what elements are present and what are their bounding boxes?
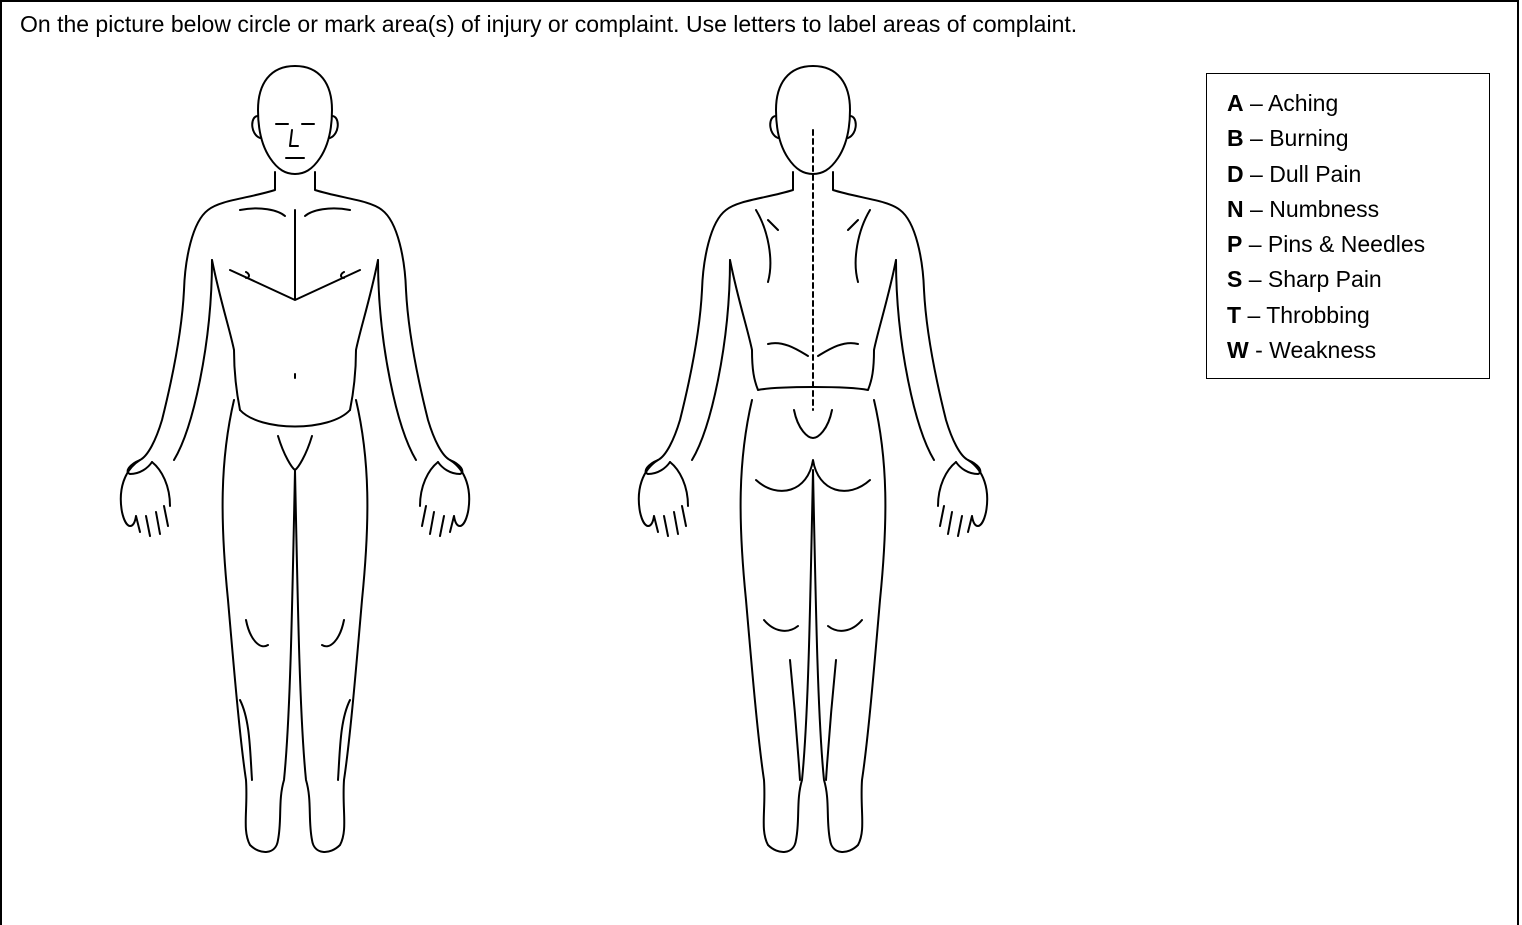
back-knees xyxy=(764,620,862,780)
back-left-hand xyxy=(639,460,688,536)
legend-item-pins-needles: P – Pins & Needles xyxy=(1227,227,1489,262)
legend-item-burning: B – Burning xyxy=(1227,121,1489,156)
legend-item-numbness: N – Numbness xyxy=(1227,192,1489,227)
front-ears xyxy=(252,116,338,138)
back-right-hand xyxy=(938,460,987,536)
body-front-figure[interactable] xyxy=(100,60,490,880)
front-legs xyxy=(223,400,368,852)
legend-item-sharp-pain: S – Sharp Pain xyxy=(1227,262,1489,297)
legend-item-weakness: W - Weakness xyxy=(1227,333,1489,368)
back-legs xyxy=(741,400,886,852)
legend-item-dull-pain: D – Dull Pain xyxy=(1227,157,1489,192)
complaint-legend: A – Aching B – Burning D – Dull Pain N –… xyxy=(1206,73,1490,379)
legend-item-aching: A – Aching xyxy=(1227,86,1489,121)
body-back-figure[interactable] xyxy=(618,60,1008,880)
front-knees xyxy=(240,620,350,780)
front-chest xyxy=(230,208,360,300)
front-left-hand xyxy=(121,460,170,536)
front-face xyxy=(276,124,314,158)
front-right-hand xyxy=(420,460,469,536)
front-pelvis xyxy=(240,410,350,470)
legend-item-throbbing: T – Throbbing xyxy=(1227,298,1489,333)
instructions-text: On the picture below circle or mark area… xyxy=(20,10,1077,38)
